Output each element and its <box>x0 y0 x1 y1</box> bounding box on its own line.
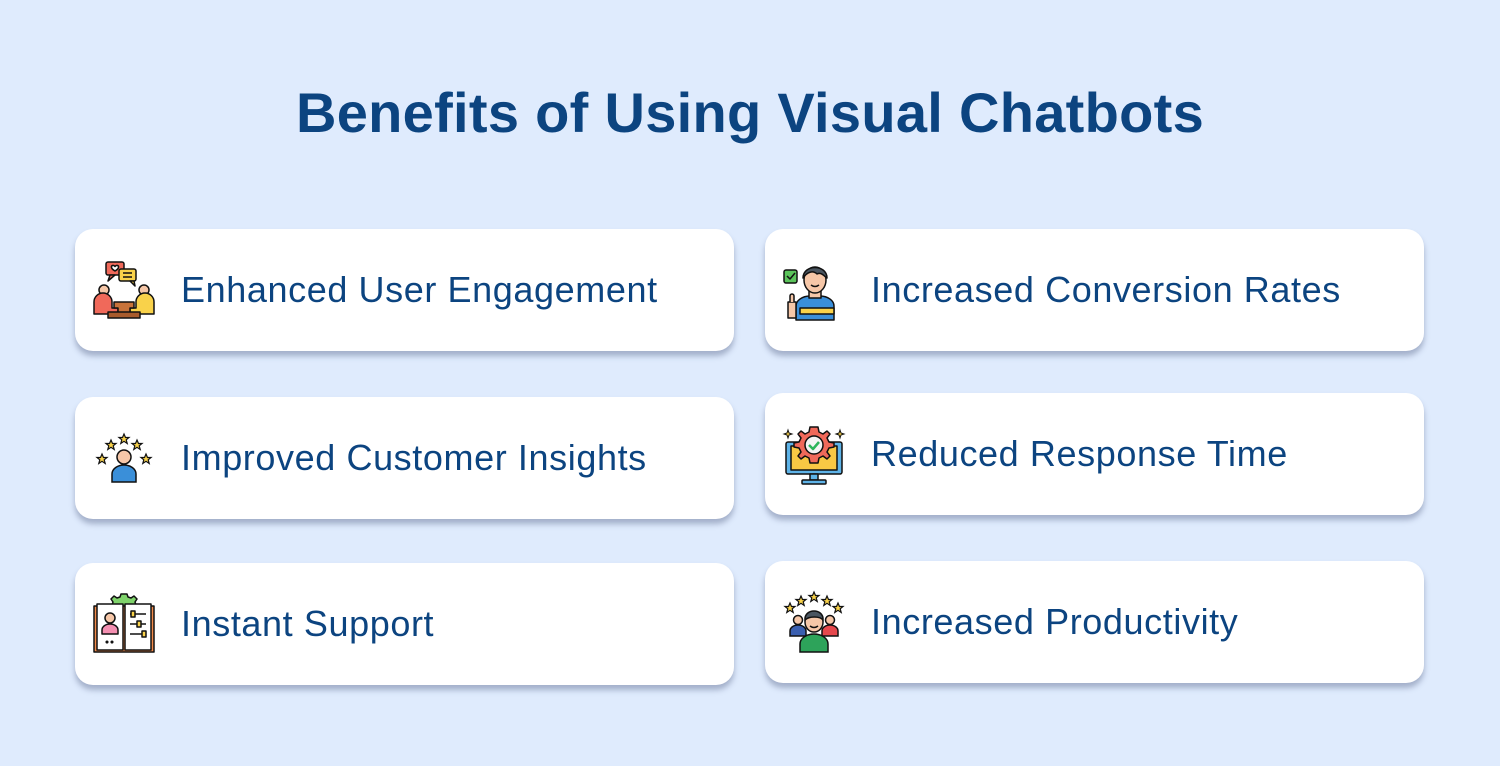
benefit-card-enhanced-user-engagement: Enhanced User Engagement <box>75 229 734 351</box>
benefit-card-increased-conversion-rates: Increased Conversion Rates <box>765 229 1424 351</box>
monitor-gear-check-icon <box>782 422 846 486</box>
page-title: Benefits of Using Visual Chatbots <box>295 81 1205 144</box>
benefit-label: Reduced Response Time <box>871 433 1288 474</box>
benefit-label: Increased Conversion Rates <box>871 269 1341 310</box>
book-profile-settings-icon <box>92 592 156 656</box>
conversation-people-icon <box>92 258 156 322</box>
benefit-label: Instant Support <box>181 603 435 644</box>
user-rating-stars-icon <box>92 426 156 490</box>
thumbs-up-person-icon <box>782 258 846 322</box>
benefit-card-reduced-response-time: Reduced Response Time <box>765 393 1424 515</box>
benefit-label: Enhanced User Engagement <box>181 269 658 310</box>
benefit-card-improved-customer-insights: Improved Customer Insights <box>75 397 734 519</box>
team-stars-icon <box>782 590 846 654</box>
benefit-card-instant-support: Instant Support <box>75 563 734 685</box>
benefit-card-increased-productivity: Increased Productivity <box>765 561 1424 683</box>
benefit-label: Increased Productivity <box>871 601 1239 642</box>
benefit-label: Improved Customer Insights <box>181 437 647 478</box>
